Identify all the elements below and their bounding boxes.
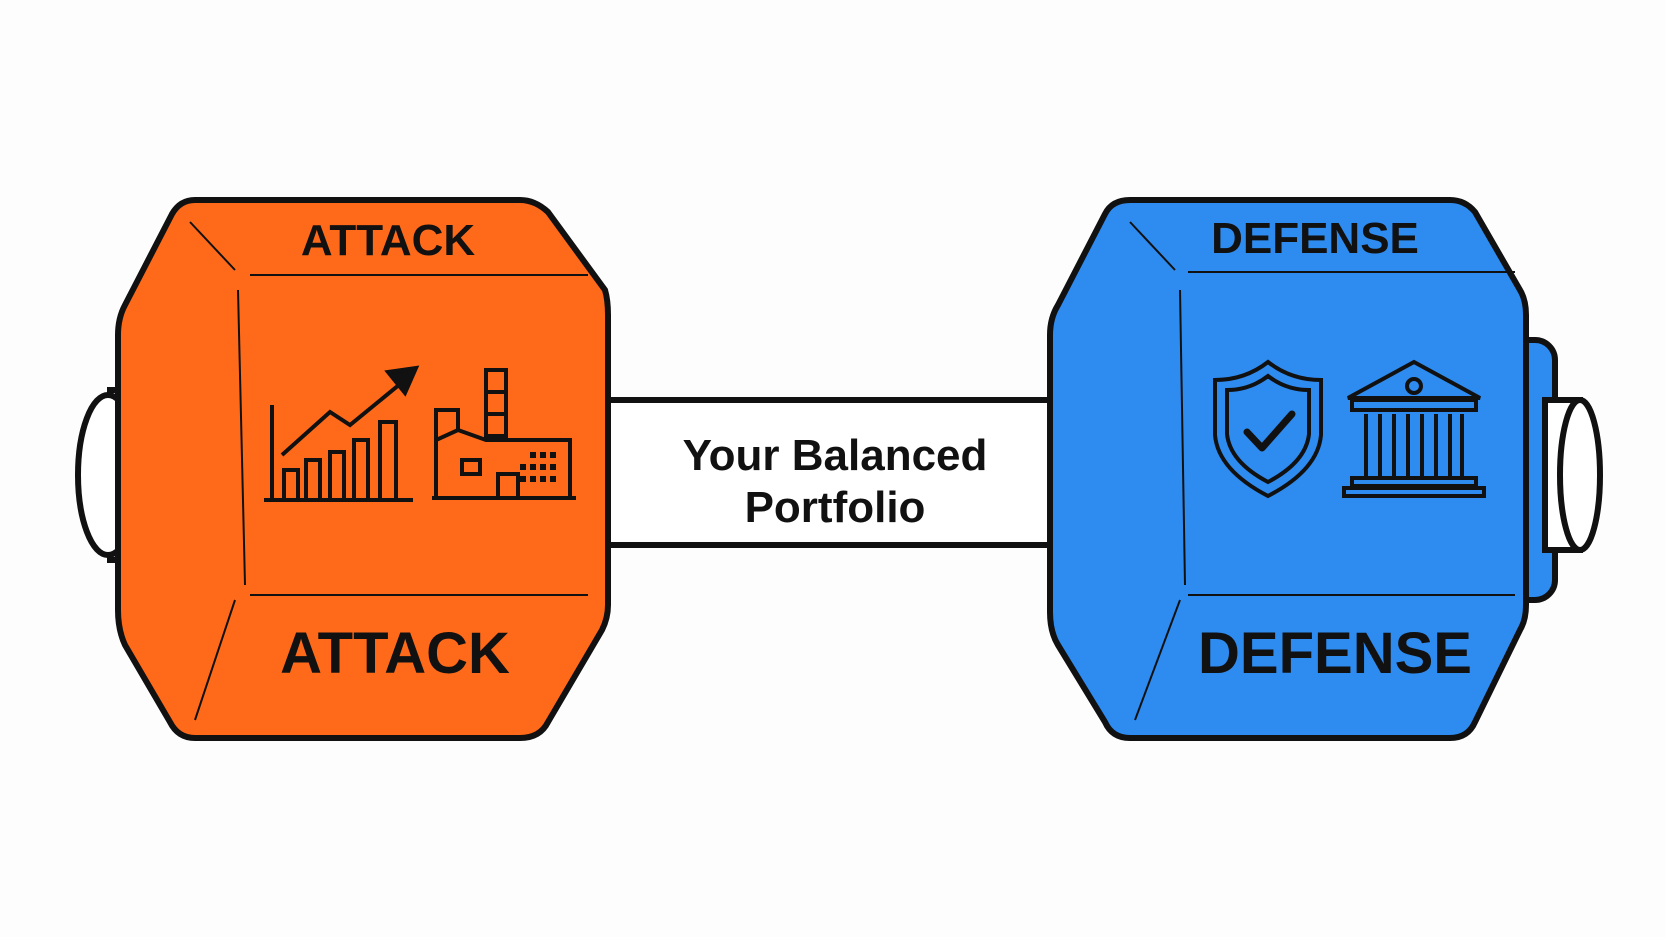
- rising-bar-chart-icon: [264, 365, 420, 502]
- defense-top-label: DEFENSE: [1211, 214, 1419, 263]
- factory-icon: [432, 368, 576, 500]
- bar-title-line2: Portfolio: [745, 483, 926, 532]
- defense-weight: DEFENSE DEFENSE: [1047, 197, 1529, 741]
- shield-check-icon: [1213, 359, 1323, 499]
- bar-title-line1: Your Balanced: [683, 431, 988, 480]
- attack-top-label: ATTACK: [301, 216, 476, 265]
- defense-bottom-label: DEFENSE: [1198, 621, 1472, 686]
- attack-bottom-label: ATTACK: [280, 621, 510, 686]
- attack-weight: ATTACK ATTACK: [115, 197, 611, 741]
- bank-building-icon: [1342, 359, 1486, 498]
